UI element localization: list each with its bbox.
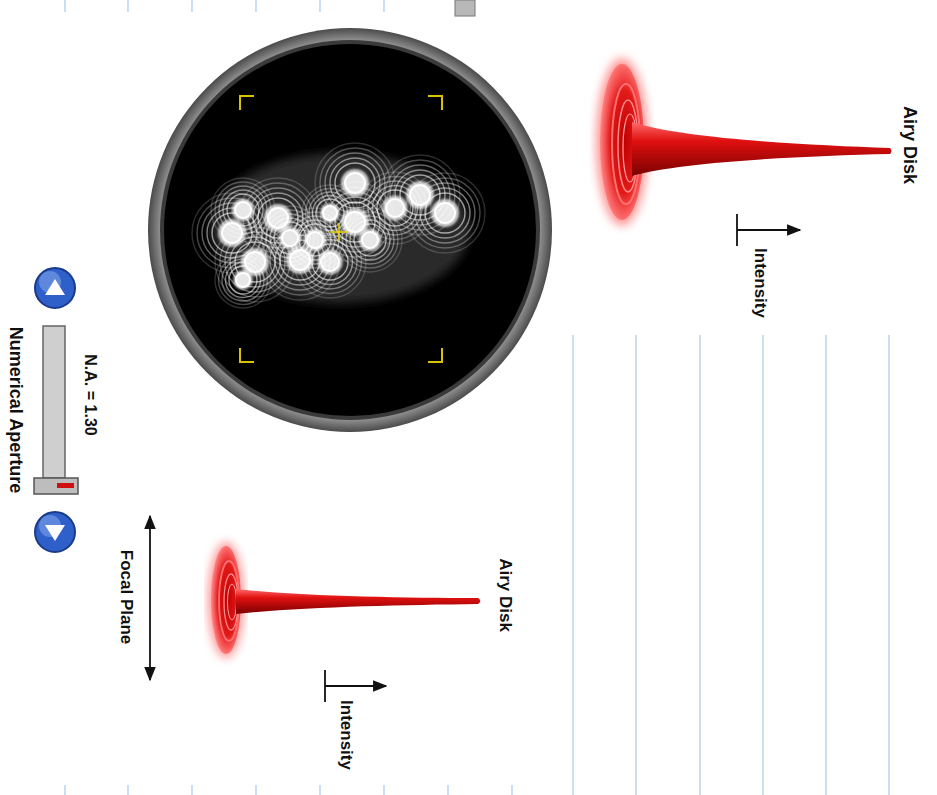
- airy-pattern: [215, 252, 271, 308]
- axis-label: Intensity: [338, 700, 355, 770]
- airy-core-glow: [431, 199, 459, 227]
- airy-core: [235, 202, 251, 218]
- airy-pattern: [258, 206, 322, 270]
- eyepiece-inner-ring: [160, 40, 540, 420]
- diffraction-ring: [229, 266, 257, 294]
- diffraction-ring: [346, 216, 394, 264]
- diffraction-ring: [354, 224, 386, 256]
- crosshair: [330, 223, 348, 241]
- airy-core-glow: [232, 199, 254, 221]
- airy-core: [362, 232, 378, 248]
- slider-up-button: [35, 268, 75, 308]
- diffraction-ring: [258, 206, 322, 270]
- airy-core-glow: [279, 227, 301, 249]
- diffraction-ring: [222, 259, 264, 301]
- airy-core: [236, 273, 250, 287]
- airy-core: [282, 230, 298, 246]
- diffraction-ring: [325, 153, 385, 213]
- na-slider: [34, 326, 78, 494]
- diffraction-ring: [342, 212, 398, 268]
- diffraction-ring: [223, 190, 263, 230]
- diffraction-ring: [226, 263, 261, 298]
- airy-disk-3d-large: [596, 58, 892, 226]
- axis-label: Focal Plane: [118, 550, 135, 644]
- axis-title: Airy Disk: [497, 558, 514, 632]
- corner-brackets: [240, 96, 442, 362]
- axis-title: Airy Disk: [901, 106, 919, 184]
- eyepiece-ring: [148, 28, 552, 432]
- diffraction-ring: [270, 218, 310, 258]
- airy-core-glow: [359, 229, 381, 251]
- airy-patterns: [192, 143, 485, 308]
- diffraction-ring: [350, 220, 390, 260]
- focal-plane-arrow: [149, 516, 151, 680]
- airy-core-glow: [233, 270, 253, 290]
- field-of-view: [164, 44, 536, 416]
- airy-pattern: [211, 178, 275, 242]
- diffraction-ring: [215, 252, 271, 308]
- airy-disk-3d-small: [208, 542, 480, 658]
- diffraction-ring: [262, 210, 318, 266]
- cut-control: [455, 0, 475, 16]
- diffraction-ring: [211, 178, 275, 242]
- diffraction-ring: [266, 214, 314, 262]
- intensity-arrows: [325, 214, 800, 702]
- diffraction-ring: [219, 256, 268, 305]
- axis-label: Intensity: [752, 248, 769, 318]
- diffraction-ring: [227, 194, 259, 226]
- value-readout: N.A. = 1.30: [82, 354, 98, 435]
- diffraction-ring: [274, 222, 306, 254]
- slider-down-button: [35, 512, 75, 552]
- ruled-lines: [65, 0, 889, 795]
- control-label: Numerical Aperture: [7, 327, 25, 493]
